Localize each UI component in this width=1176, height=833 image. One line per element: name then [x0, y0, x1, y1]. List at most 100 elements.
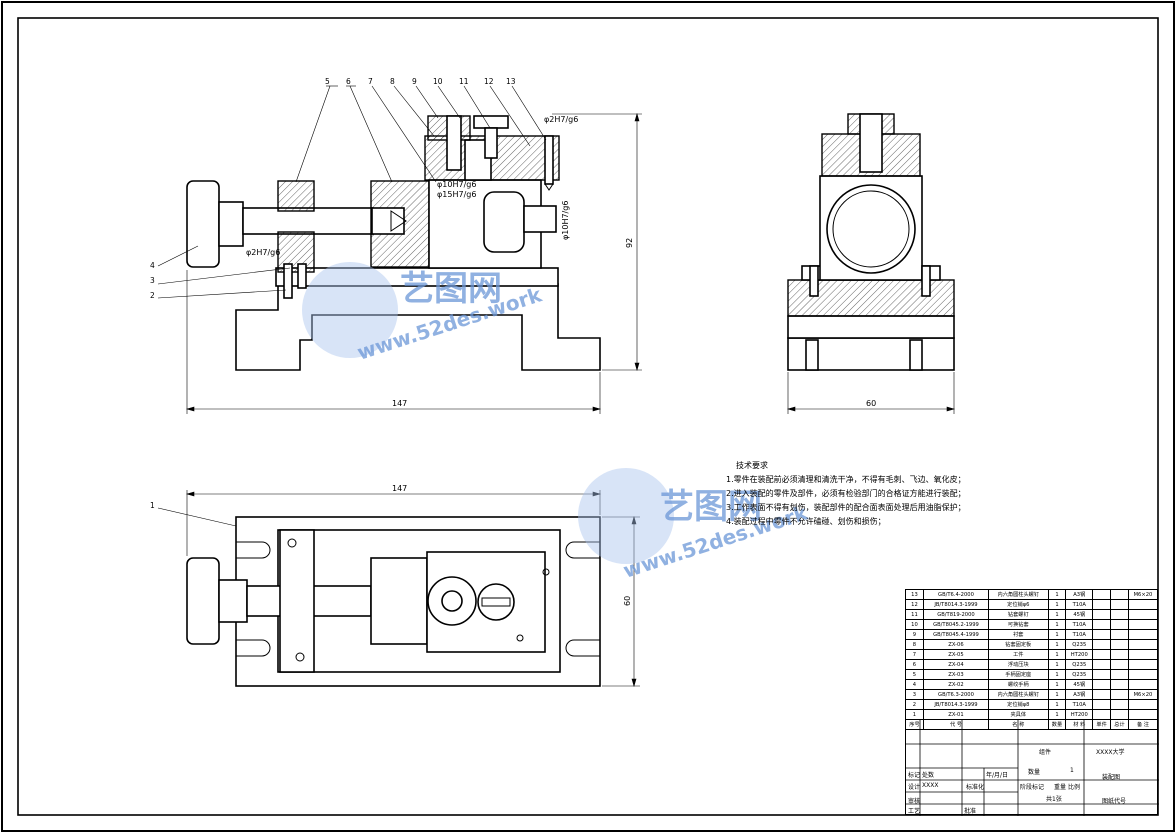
bom-cell-note	[1127, 609, 1159, 620]
bom-cell-code: ZX-05	[922, 649, 990, 660]
tb-qty-label: 数量	[1028, 769, 1041, 776]
bom-cell-name: 浮动压块	[988, 659, 1049, 670]
tech-item: 1.零件在装配前必须清理和清洗干净，不得有毛刺、飞边、氧化皮；	[726, 475, 966, 484]
part-label-9: 9	[412, 77, 417, 86]
bom-cell-total	[1110, 689, 1129, 700]
fit-label-c: φ15H7/g6	[437, 190, 476, 199]
bom-cell-no: 2	[905, 699, 924, 710]
part-label-5: 5	[325, 77, 330, 86]
bom-header-note: 备 注	[1127, 719, 1159, 730]
part-label-3: 3	[150, 276, 155, 285]
bom-cell-name: 内六角圆柱头螺钉	[988, 689, 1049, 700]
bom-cell-qty: 1	[1047, 679, 1067, 690]
tech-item: 2.进入装配的零件及部件，必须有检验部门的合格证方能进行装配；	[726, 489, 966, 498]
tb-std: 标准化	[966, 784, 985, 791]
bom-cell-name: 可换钻套	[988, 619, 1049, 630]
tech-title: 技术要求	[736, 461, 768, 470]
part-label-2: 2	[150, 291, 155, 300]
bom-cell-total	[1110, 599, 1129, 610]
bom-cell-no: 10	[905, 619, 924, 630]
bom-cell-code: JB/T8014.3-1999	[922, 699, 990, 710]
bom-cell-qty: 1	[1047, 709, 1067, 720]
bom-cell-name: 工件	[988, 649, 1049, 660]
bom-cell-note	[1127, 659, 1159, 670]
bom-cell-code: GB/T6.4-2000	[922, 589, 990, 600]
watermark-brand-1: 艺图网	[400, 269, 502, 309]
bom-cell-no: 8	[905, 639, 924, 650]
part-label-11: 11	[459, 77, 469, 86]
tb-drawing: 装配图	[1102, 774, 1121, 781]
part-label-8: 8	[390, 77, 395, 86]
bom-cell-total	[1110, 639, 1129, 650]
tb-drawing-no: 图纸代号	[1102, 798, 1127, 805]
bom-cell-material: HT200	[1065, 709, 1094, 720]
bom-cell-qty: 1	[1047, 599, 1067, 610]
bom-cell-unit	[1092, 599, 1112, 610]
bom-cell-unit	[1092, 639, 1112, 650]
bom-cell-code: GB/T8045.2-1999	[922, 619, 990, 630]
dim-top-depth: 60	[623, 596, 632, 606]
tb-date: 年/月/日	[986, 772, 1009, 779]
side-view: 60	[786, 113, 956, 414]
bom-cell-code: ZX-02	[922, 679, 990, 690]
part-label-12: 12	[484, 77, 494, 86]
bom-cell-total	[1110, 659, 1129, 670]
bom-cell-note	[1127, 649, 1159, 660]
bom-cell-name: 手柄固定座	[988, 669, 1049, 680]
bom-cell-unit	[1092, 629, 1112, 640]
bom-cell-total	[1110, 669, 1129, 680]
bom-cell-total	[1110, 589, 1129, 600]
bom-cell-code: JB/T8014.3-1999	[922, 599, 990, 610]
bom-cell-material: Q235	[1065, 639, 1094, 650]
dim-side-width: 60	[866, 399, 876, 408]
bom-cell-name: 钻套螺钉	[988, 609, 1049, 620]
bom-cell-qty: 1	[1047, 689, 1067, 700]
technical-requirements: 技术要求 1.零件在装配前必须清理和清洗干净，不得有毛刺、飞边、氧化皮； 2.进…	[726, 459, 966, 529]
bom-cell-unit	[1092, 679, 1112, 690]
bom-cell-material: T10A	[1065, 629, 1094, 640]
tb-school: XXXX大学	[1096, 749, 1125, 756]
bom-cell-total	[1110, 609, 1129, 620]
title-block-grid	[906, 720, 1159, 816]
tb-sheet: 共1张	[1046, 796, 1062, 803]
bom-cell-qty: 1	[1047, 669, 1067, 680]
bom-cell-material: T10A	[1065, 699, 1094, 710]
bom-cell-qty: 1	[1047, 629, 1067, 640]
bom-cell-qty: 1	[1047, 659, 1067, 670]
bom-cell-no: 1	[905, 709, 924, 720]
bom-cell-no: 7	[905, 649, 924, 660]
bom-cell-material: A3钢	[1065, 689, 1094, 700]
bom-cell-unit	[1092, 659, 1112, 670]
bom-cell-note: M6×20	[1127, 589, 1159, 600]
tb-label-process: 工艺	[908, 808, 921, 815]
bom-cell-qty: 1	[1047, 639, 1067, 650]
bom-cell-name: 夹具体	[988, 709, 1049, 720]
bom-cell-code: GB/T6.3-2000	[922, 689, 990, 700]
tb-qty: 1	[1070, 767, 1074, 774]
bom-cell-material: Q235	[1065, 659, 1094, 670]
bom-cell-name: 螺纹手柄	[988, 679, 1049, 690]
tb-scale: 比例	[1068, 784, 1081, 791]
part-label-7: 7	[368, 77, 373, 86]
bom-cell-unit	[1092, 589, 1112, 600]
bom-cell-note	[1127, 639, 1159, 650]
bom-cell-qty: 1	[1047, 699, 1067, 710]
bom-cell-qty: 1	[1047, 589, 1067, 600]
bom-cell-unit	[1092, 619, 1112, 630]
bom-cell-total	[1110, 699, 1129, 710]
bom-cell-qty: 1	[1047, 609, 1067, 620]
bom-cell-note	[1127, 619, 1159, 630]
bom-cell-total	[1110, 619, 1129, 630]
bom-cell-note: M6×20	[1127, 689, 1159, 700]
bom-cell-name: 内六角圆柱头螺钉	[988, 589, 1049, 600]
bom-cell-total	[1110, 709, 1129, 720]
